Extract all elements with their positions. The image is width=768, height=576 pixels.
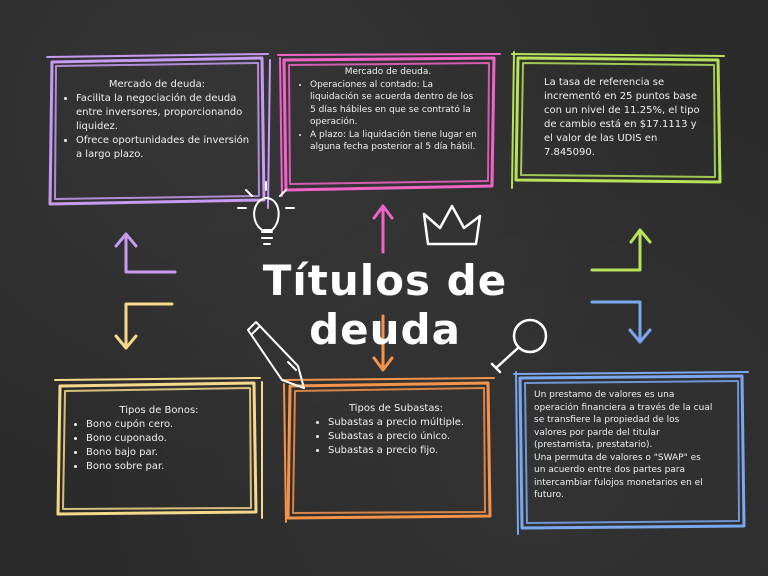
- list-item: Operaciones al contado: La liquidación s…: [310, 79, 478, 129]
- page-title: Títulos de deuda: [262, 256, 508, 354]
- box-tipos-de-subastas: Tipos de Subastas: Subastas a precio múl…: [316, 402, 476, 458]
- box-heading: Mercado de deuda:: [108, 79, 206, 90]
- frame-prestamo: [513, 371, 749, 535]
- box-mercado-de-deuda-2: Mercado de deuda. Operaciones al contado…: [298, 66, 478, 154]
- frame-tasa: [511, 51, 725, 189]
- frame-mercado-1: [46, 53, 271, 209]
- list-item: A plazo: La liquidación tiene lugar en a…: [310, 129, 478, 154]
- box-mercado-de-deuda-1: Mercado de deuda: Facilita la negociació…: [64, 78, 250, 162]
- list-item: Bono cuponado.: [86, 432, 244, 446]
- list-item: Facilita la negociación de deuda entre i…: [76, 92, 250, 134]
- box-heading: Tipos de Bonos:: [119, 405, 199, 416]
- list-item: Bono bajo par.: [86, 446, 244, 460]
- arrow-to-tasa: [590, 228, 652, 272]
- arrow-to-bonos: [114, 302, 174, 350]
- crown-icon: [422, 204, 482, 246]
- list-item: Ofrece oportunidades de inversión a larg…: [76, 134, 250, 162]
- bullet-list: Facilita la negociación de deuda entre i…: [64, 92, 250, 162]
- arrow-to-subastas: [372, 314, 394, 372]
- lightbulb-icon: [237, 181, 295, 245]
- list-item: Subastas a precio múltiple.: [328, 416, 476, 430]
- pencil-icon: [247, 321, 305, 389]
- list-item: Bono cupón cero.: [86, 418, 244, 432]
- paragraph-prestamo: Un prestamo de valores es una operación …: [534, 390, 713, 450]
- paragraph-swap: Una permuta de valores o "SWAP" es un ac…: [534, 452, 703, 501]
- frame-subastas: [283, 377, 495, 523]
- frame-mercado-2: [277, 53, 501, 197]
- magnifier-icon: [490, 318, 548, 374]
- box-prestamo-de-valores: Un prestamo de valores es una operación …: [534, 389, 714, 502]
- arrow-to-prestamo: [590, 300, 652, 344]
- box-heading: Tipos de Subastas:: [348, 403, 444, 414]
- arrow-to-mercado-2: [372, 204, 394, 254]
- list-item: Subastas a precio único.: [328, 430, 476, 444]
- box-tipos-de-bonos: Tipos de Bonos: Bono cupón cero. Bono cu…: [74, 404, 244, 474]
- frame-bonos: [54, 377, 263, 519]
- arrow-to-mercado-1: [114, 232, 177, 274]
- bullet-list: Operaciones al contado: La liquidación s…: [298, 79, 478, 154]
- list-item: Bono sobre par.: [86, 460, 244, 474]
- bullet-list: Subastas a precio múltiple. Subastas a p…: [316, 416, 476, 458]
- list-item: Subastas a precio fijo.: [328, 444, 476, 458]
- bullet-list: Bono cupón cero. Bono cuponado. Bono baj…: [74, 418, 244, 474]
- box-tasa-de-referencia: La tasa de referencia se incrementó en 2…: [544, 77, 700, 158]
- box-heading: Mercado de deuda.: [344, 67, 432, 77]
